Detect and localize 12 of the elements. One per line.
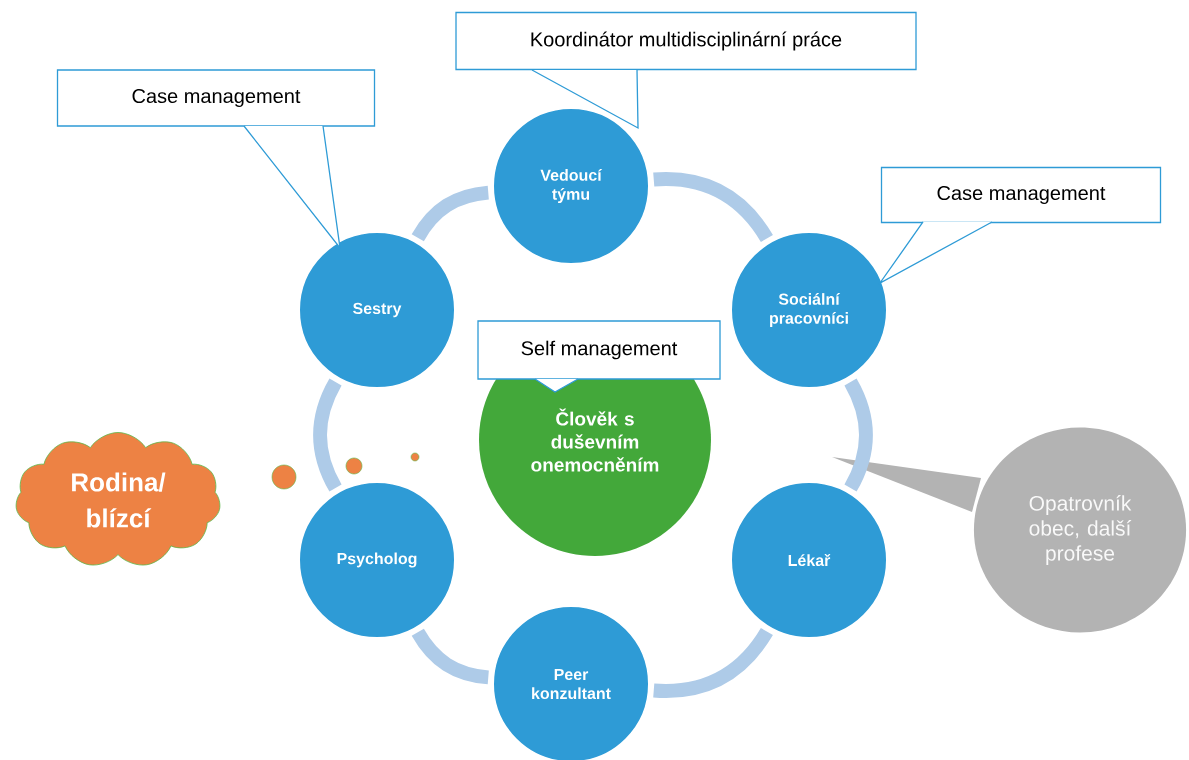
ring-segment [411, 628, 490, 685]
speech-bubble: Opatrovník obec, další profese [832, 427, 1187, 633]
ring-segment [653, 172, 773, 243]
callout-box: Self management [477, 320, 721, 393]
ring-segment [411, 185, 490, 242]
thought-cloud: Rodina/ blízcí [15, 432, 221, 566]
callout-box: Case management [877, 166, 1162, 285]
ring-segment [844, 378, 874, 492]
callout-box: Koordinátor multidisciplinární práce [455, 11, 917, 130]
callout-box: Case management [56, 69, 376, 251]
ring-segment [312, 378, 342, 492]
ring-segment [653, 627, 773, 698]
